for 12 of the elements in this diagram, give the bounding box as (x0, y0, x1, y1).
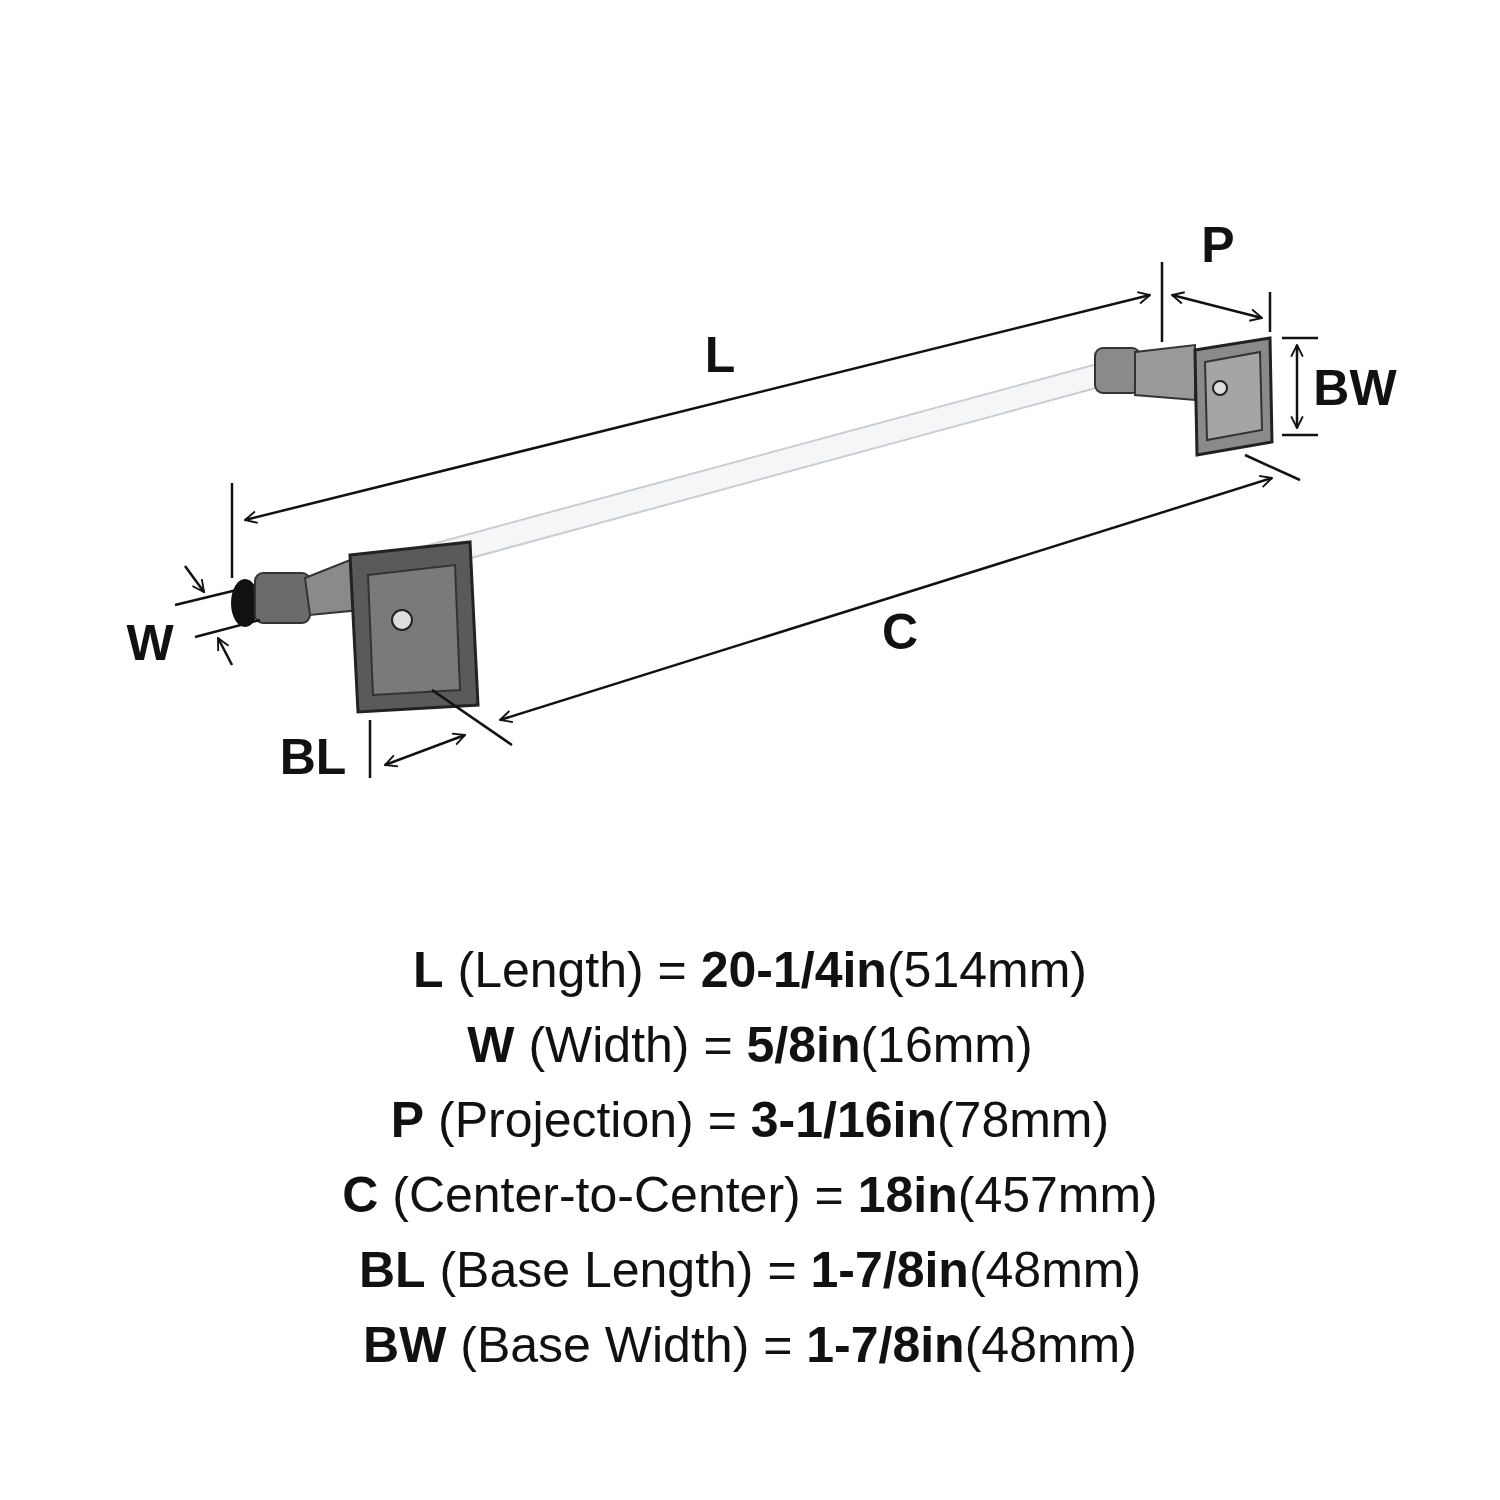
dimension-label: P (1201, 220, 1235, 270)
specification-line: L (Length) = 20-1/4in(514mm) (413, 942, 1087, 998)
dimension-label: W (126, 618, 174, 668)
specification-line: W (Width) = 5/8in(16mm) (467, 1017, 1033, 1073)
specification-line: BW (Base Width) = 1-7/8in(48mm) (363, 1317, 1137, 1373)
dimension-label: BW (1313, 363, 1397, 413)
dimension-label: BL (279, 732, 347, 782)
dimension-label: C (881, 607, 919, 657)
specification-line: BL (Base Length) = 1-7/8in(48mm) (358, 1242, 1142, 1298)
specification-line: C (Center-to-Center) = 18in(457mm) (342, 1167, 1158, 1223)
specification-line: P (Projection) = 3-1/16in(78mm) (390, 1092, 1110, 1148)
dimension-label: L (704, 330, 736, 380)
